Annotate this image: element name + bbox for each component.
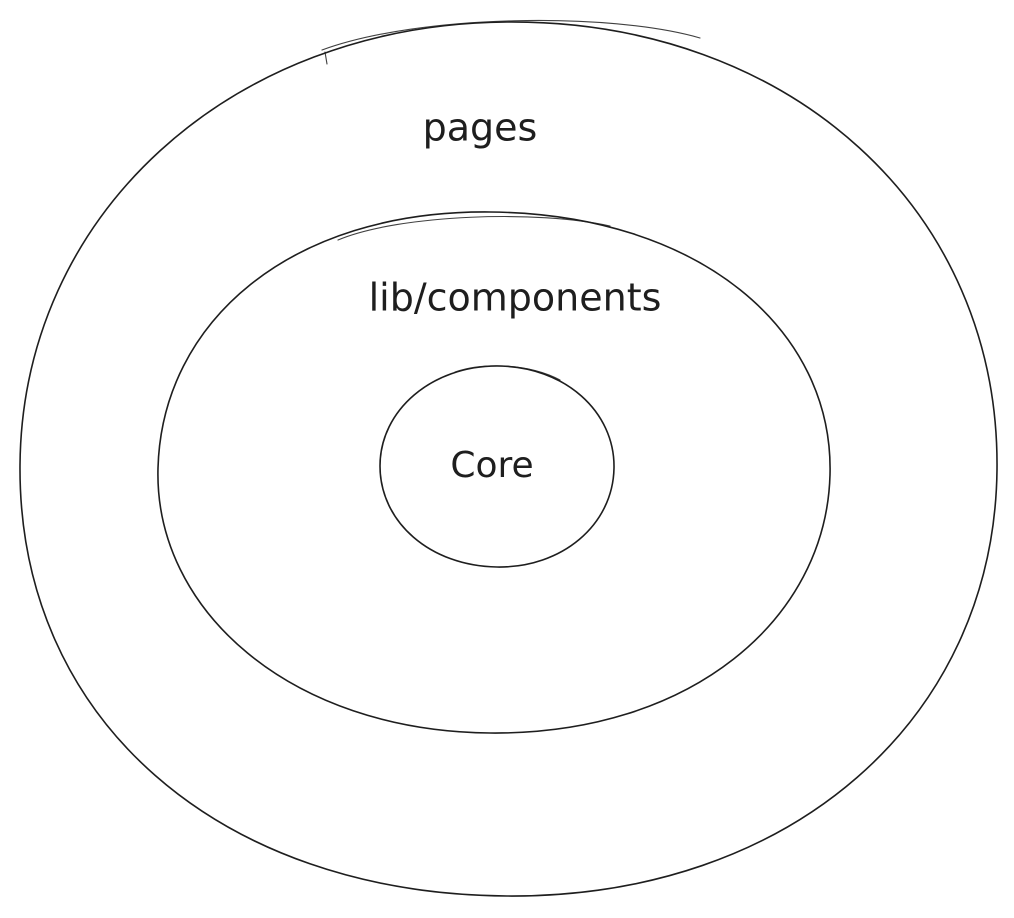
layer-label-pages: pages: [423, 106, 538, 150]
inner-layer: Core: [379, 365, 615, 568]
outer-layer: pages: [19, 19, 998, 897]
outer-ring: [19, 21, 998, 897]
layer-label-lib-components: lib/components: [369, 276, 662, 320]
inner-ring: [379, 365, 615, 568]
outer-ring-sketch: [321, 19, 701, 65]
middle-ring: [157, 211, 831, 734]
middle-ring-sketch: [337, 215, 611, 241]
layer-label-core: Core: [450, 445, 533, 486]
middle-layer: lib/components: [157, 211, 831, 734]
inner-ring-sketch: [454, 365, 561, 381]
